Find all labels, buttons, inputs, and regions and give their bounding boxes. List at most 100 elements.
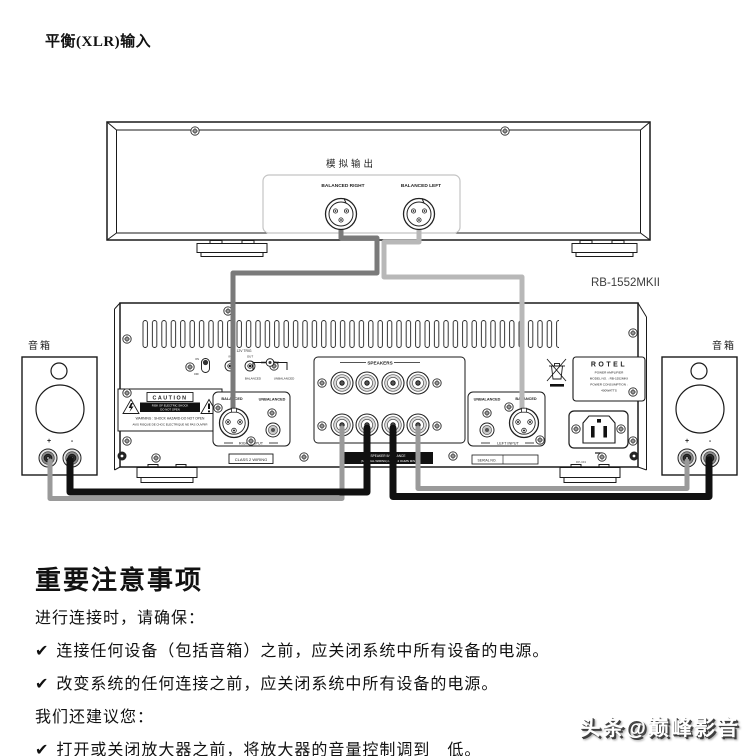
screw-icon	[628, 436, 638, 446]
screw-icon	[500, 126, 510, 136]
serial-label: SERIAL NO.	[471, 454, 539, 465]
notes-bullet: ✔打开或关闭放大器之前，将放大器的音量控制调到 低。	[35, 736, 740, 756]
speaker-cable-right-positive	[415, 425, 690, 491]
screw-icon	[504, 402, 514, 412]
svg-text:DO NOT OPEN: DO NOT OPEN	[160, 408, 180, 412]
screw-icon	[616, 424, 626, 434]
speakers-label: SPEAKERS	[367, 361, 392, 366]
xlr-output-left	[402, 197, 436, 231]
check-icon: ✔	[35, 641, 50, 660]
balanced-mode-switch	[252, 358, 288, 370]
binding-post	[355, 371, 379, 395]
analog-output-label: 模拟输出	[326, 158, 376, 170]
notes-heading: 重要注意事项	[35, 566, 204, 595]
rca-input-left	[479, 422, 495, 438]
screw-icon	[628, 387, 638, 397]
rca-input-right	[265, 422, 281, 438]
notes-bullet: ✔改变系统的任何连接之前，应关闭系统中所有设备的电源。	[35, 674, 499, 693]
svg-text:-: -	[709, 438, 712, 445]
important-notes: 重要注意事项 进行连接时，请确保： ✔连接任何设备（包括音箱）之前，应关闭系统中…	[35, 560, 740, 756]
screw-icon	[448, 451, 458, 461]
speaker-cable-right-negative	[389, 424, 713, 500]
notes-bullet: ✔连接任何设备（包括音箱）之前，应关闭系统中所有设备的电源。	[35, 641, 550, 660]
screw-icon	[246, 436, 256, 446]
screw-icon	[597, 452, 607, 462]
connection-diagram: 模拟输出 BALANCED RIGHT BALANCED LEFT	[21, 121, 738, 501]
binding-post	[381, 371, 405, 395]
binding-post	[406, 371, 430, 395]
notes-intro: 进行连接时，请确保：	[35, 610, 206, 627]
svg-text:OFF: OFF	[194, 372, 200, 376]
screw-icon	[190, 126, 200, 136]
screw-icon	[213, 403, 223, 413]
screw-icon	[299, 452, 309, 462]
svg-text:ON: ON	[195, 357, 199, 361]
balanced-right-label: BALANCED RIGHT	[321, 183, 364, 189]
left-speaker-label: 音箱	[28, 339, 52, 352]
amp-foot-left	[136, 464, 198, 483]
svg-text:BALANCED: BALANCED	[515, 397, 537, 401]
left-speaker: 音箱 + -	[21, 339, 98, 476]
source-foot-right	[571, 240, 638, 257]
svg-text:+: +	[47, 438, 51, 445]
vent-slots	[141, 320, 559, 348]
xlr-cable-right-channel	[230, 217, 380, 411]
warning-en: WARNING : SHOCK HAZARD-DO NOT OPEN	[136, 417, 205, 421]
left-input-label: LEFT INPUT	[497, 442, 519, 446]
caution-block: CAUTION RISK OF ELECTRIC SHOCK DO NOT OP…	[117, 388, 223, 432]
warning-fr: AVIS RISQUE DE CHOC ELECTRIQUE NE PAS OU…	[133, 423, 208, 427]
lightning-triangle-icon	[122, 398, 140, 414]
amp-model-label: RB-1552MKII	[591, 277, 660, 289]
svg-text:CLASS 2 WIRING: CLASS 2 WIRING	[235, 457, 267, 462]
right-speaker-label: 音箱	[712, 339, 736, 352]
ac-inlet	[568, 410, 629, 454]
svg-text:POWER CONSUMPTION :: POWER CONSUMPTION :	[590, 383, 628, 387]
speaker-cable-left-negative	[66, 424, 371, 496]
speaker-cable-left-positive	[47, 425, 345, 501]
screw-icon	[482, 408, 492, 418]
screw-icon	[185, 362, 195, 372]
screw-icon	[267, 408, 277, 418]
balanced-left-label: BALANCED LEFT	[401, 183, 441, 189]
nameplate: ROTEL POWER AMPLIFIER MODEL NO. : RB-155…	[572, 356, 646, 402]
svg-text:SPEAKER IMPEDANCE: SPEAKER IMPEDANCE	[371, 454, 406, 458]
power-toggle: ON OFF	[194, 357, 210, 376]
trig-label: 12V TRIG	[236, 349, 251, 353]
xlr-output-right	[324, 197, 358, 231]
grommet-icon	[117, 451, 639, 461]
part-number: RP-043	[576, 460, 587, 464]
screw-icon	[535, 435, 545, 445]
source-foot-left	[196, 240, 268, 257]
binding-post	[330, 371, 354, 395]
svg-text:SERIAL NO.: SERIAL NO.	[478, 459, 497, 463]
class2-label: CLASS 2 WIRING	[228, 453, 274, 464]
screw-icon	[628, 328, 638, 338]
notes-intro: 我们还建议您：	[35, 709, 155, 726]
svg-text:(NORMAL WIRING) LOAD 4 OHMS MI: (NORMAL WIRING) LOAD 4 OHMS MIN	[361, 459, 415, 463]
check-icon: ✔	[35, 674, 50, 693]
check-icon: ✔	[35, 740, 50, 756]
screw-icon	[571, 424, 581, 434]
amp-foot-right	[559, 464, 621, 483]
trig-out-label: OUT	[247, 355, 254, 359]
tweeter	[50, 362, 68, 380]
screw-icon	[317, 378, 327, 388]
svg-text:RISK OF ELECTRIC SHOCK: RISK OF ELECTRIC SHOCK	[152, 404, 189, 408]
svg-text:UNBALANCED: UNBALANCED	[259, 398, 286, 402]
mode-balanced-label: BALANCED	[245, 377, 262, 381]
svg-text:-: -	[71, 438, 74, 445]
trig-in-label: IN	[229, 355, 232, 359]
svg-text:MODEL NO. : RB-1552MKII: MODEL NO. : RB-1552MKII	[590, 377, 629, 381]
caution-title: CAUTION	[152, 396, 187, 402]
xlr-input-right	[218, 407, 250, 439]
brand-logo: ROTEL	[591, 362, 627, 369]
screw-icon	[432, 421, 442, 431]
tweeter	[690, 362, 708, 380]
screw-icon	[151, 453, 161, 463]
xlr-cable-left-channel	[381, 217, 525, 411]
screw-icon	[317, 421, 327, 431]
mode-unbalanced-label: UNBALANCED	[274, 377, 295, 381]
svg-text:UNBALANCED: UNBALANCED	[474, 398, 501, 402]
screw-icon	[122, 388, 132, 398]
